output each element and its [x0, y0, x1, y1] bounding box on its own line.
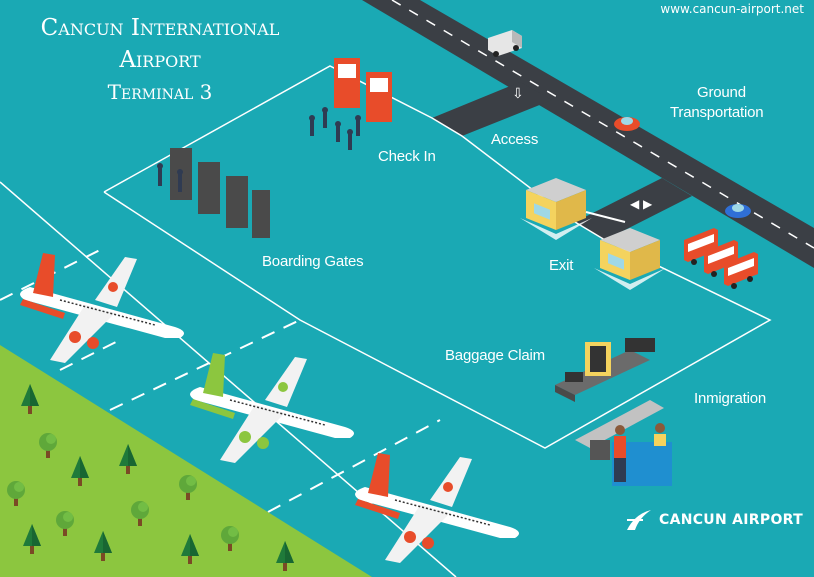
title-line-3: Terminal 3	[107, 80, 213, 104]
website-url[interactable]: www.cancun-airport.net	[660, 2, 804, 16]
title-line-2: Airport	[119, 47, 201, 73]
label-ground-transportation-2: Transportation	[670, 104, 764, 121]
label-access: Access	[491, 131, 539, 148]
label-boarding-gates: Boarding Gates	[262, 253, 364, 270]
plane-swoosh-icon	[627, 510, 651, 530]
label-baggage-claim: Baggage Claim	[445, 347, 545, 364]
title-line-1: Cancun International	[40, 15, 280, 41]
label-ground-transportation-1: Ground	[697, 84, 746, 101]
label-check-in: Check In	[378, 148, 436, 165]
brand-logo: CANCUN AIRPORT	[625, 508, 803, 532]
label-immigration: Inmigration	[694, 390, 767, 407]
brand-name: CANCUN AIRPORT	[659, 512, 803, 528]
svg-text:⇩: ⇩	[512, 86, 524, 102]
svg-text:◀ ▶: ◀ ▶	[630, 197, 653, 211]
label-exit: Exit	[549, 257, 574, 274]
airport-title: Cancun International Airport Terminal 3	[10, 12, 310, 108]
